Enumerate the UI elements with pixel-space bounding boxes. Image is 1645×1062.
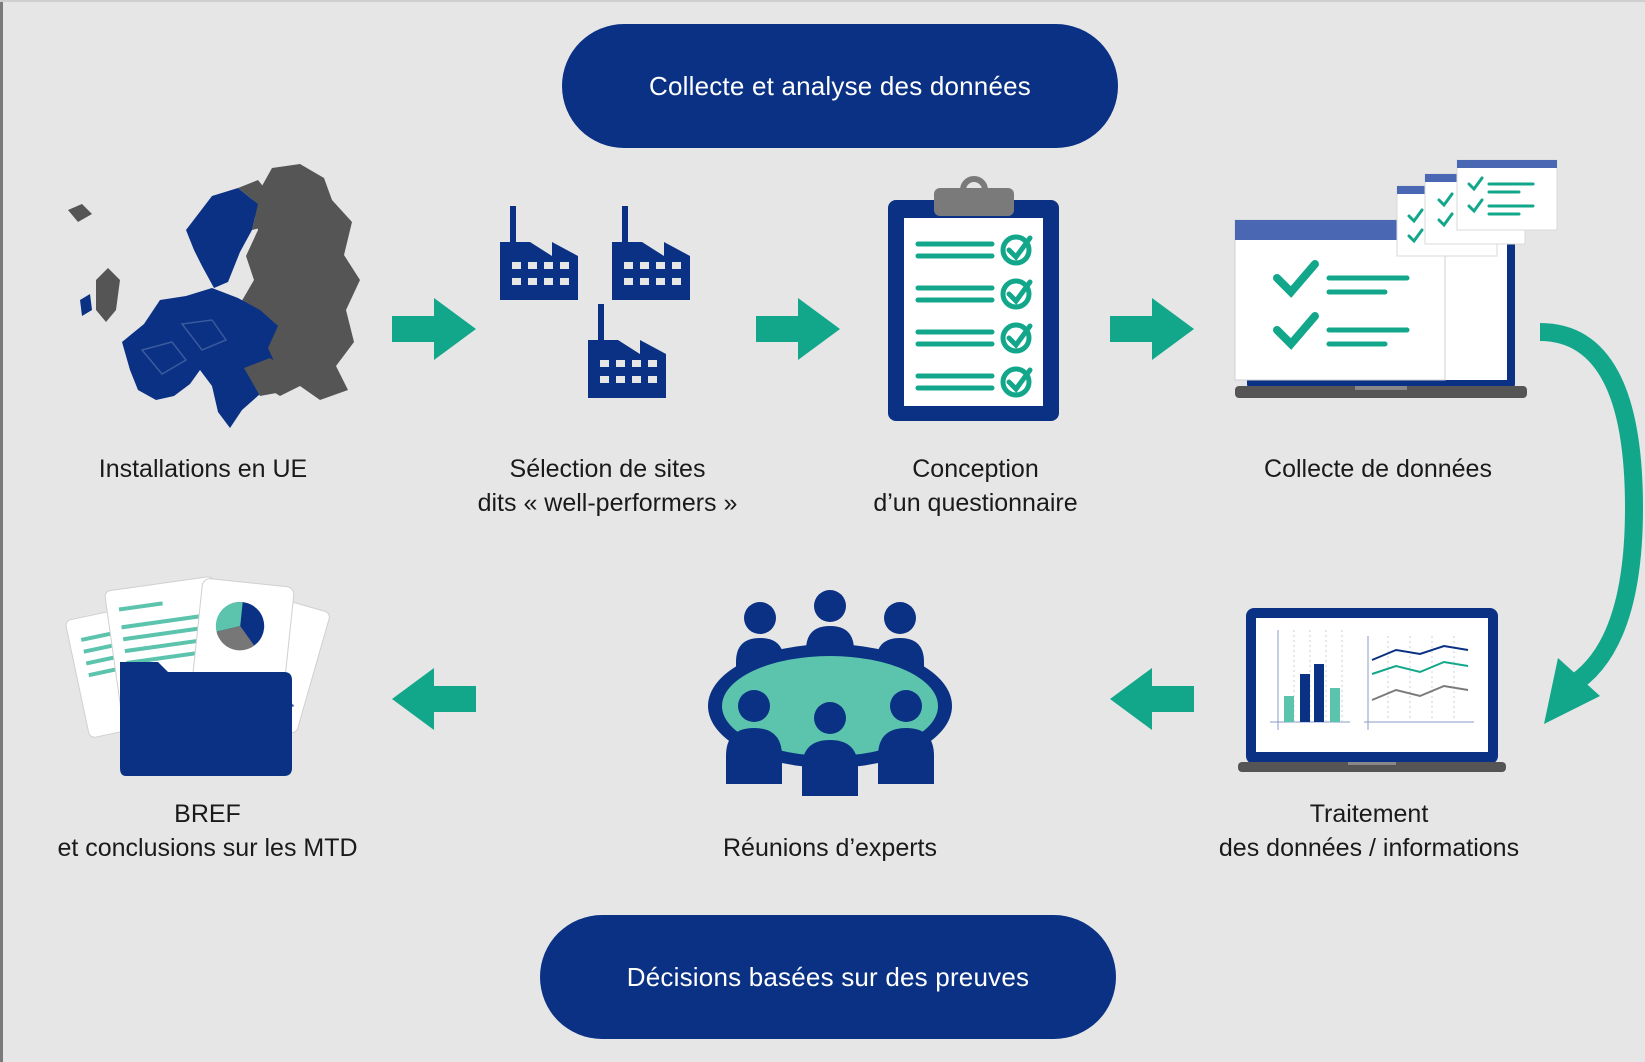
documents-folder-icon [65, 576, 330, 776]
step-label-reunions: Réunions d’experts [722, 834, 937, 862]
header-pill: Collecte et analyse des données [562, 24, 1118, 148]
curved-arrow-down [1539, 323, 1644, 724]
factories-icon [500, 206, 690, 398]
arrow-right-1 [392, 298, 476, 360]
step-label-installations: Installations en UE [98, 455, 308, 483]
footer-pill: Décisions basées sur des preuves [540, 915, 1116, 1039]
laptop-forms-icon [1234, 159, 1558, 398]
top-border [0, 0, 1645, 2]
arrow-left-2 [392, 668, 476, 730]
arrow-left-1 [1110, 668, 1194, 730]
meeting-table-icon [708, 590, 952, 796]
arrow-right-2 [756, 298, 840, 360]
left-border [0, 0, 3, 1062]
step-label-collecte: Collecte de données [1264, 455, 1492, 483]
clipboard-checklist-icon [888, 176, 1059, 421]
europe-map-icon [68, 164, 360, 428]
laptop-charts-icon [1238, 608, 1506, 772]
arrow-right-3 [1110, 298, 1194, 360]
